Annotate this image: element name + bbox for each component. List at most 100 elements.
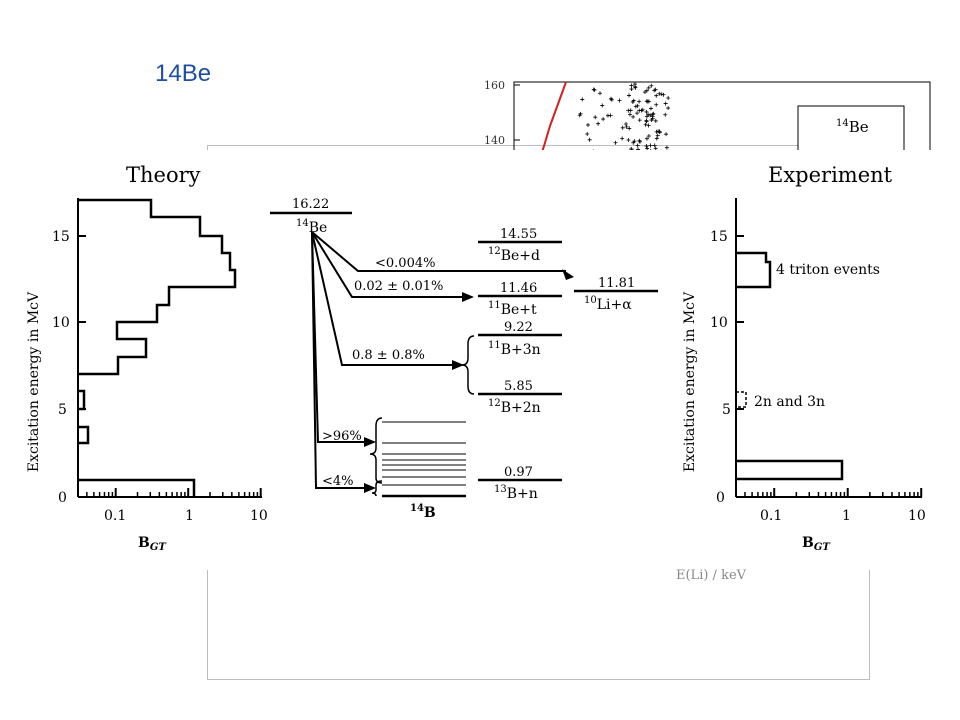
scatter-point xyxy=(577,113,582,118)
scatter-point xyxy=(642,90,647,95)
scatter-point xyxy=(613,140,618,145)
level-label: 12B+2n xyxy=(488,398,541,416)
scatter-point xyxy=(620,125,625,130)
scatter-point xyxy=(637,118,642,123)
scatter-point xyxy=(666,106,671,111)
arrow-heads xyxy=(364,269,574,493)
experiment-annotation-neutrons: 2n and 3n xyxy=(754,394,825,410)
scatter-point xyxy=(646,85,651,90)
background-axis-fragment: E(Li) / keV xyxy=(676,568,747,583)
scatter-point xyxy=(654,102,659,107)
scatter-point xyxy=(628,112,633,117)
experiment-title: Experiment xyxy=(768,163,893,187)
experiment-ytick-label: 5 xyxy=(722,402,731,418)
scatter-point xyxy=(631,114,636,119)
scatter-point xyxy=(664,145,669,150)
scatter-point xyxy=(646,123,651,128)
scatter-point xyxy=(586,122,591,127)
scatter-point xyxy=(648,113,653,118)
experiment-ytick-label: 15 xyxy=(710,229,728,245)
experiment-xtick-label: 1 xyxy=(842,508,851,524)
theory-ytick-label: 10 xyxy=(52,315,70,331)
scatter-point xyxy=(592,87,597,92)
theory-histogram-lower xyxy=(78,389,196,497)
scatter-point xyxy=(598,91,603,96)
scatter-point xyxy=(652,88,657,93)
brace-neutrons xyxy=(461,335,475,395)
experiment-ytick-label: 10 xyxy=(710,315,728,331)
experiment-annotation-triton: 4 triton events xyxy=(776,262,880,278)
scatter-point xyxy=(580,97,585,102)
scatter-point xyxy=(654,136,659,141)
bracket-lower xyxy=(371,480,383,497)
background-plot: 160 140 14Be xyxy=(484,79,931,158)
experiment-y-ticks xyxy=(736,235,744,498)
branch-label: 0.8 ± 0.8% xyxy=(352,348,425,363)
scatter-point xyxy=(596,121,601,126)
scatter-point xyxy=(650,116,655,121)
scatter-point xyxy=(620,136,625,141)
theory-ytick-label: 0 xyxy=(58,490,67,506)
theory-histogram-upper xyxy=(78,198,237,376)
parent-level-energy: 16.22 xyxy=(292,197,329,212)
theory-title: Theory xyxy=(126,163,201,187)
scatter-point xyxy=(628,108,633,113)
scatter-point xyxy=(646,112,651,117)
theory-ylabel: Excitation energy in McV xyxy=(26,291,42,472)
decay-arrows xyxy=(311,231,566,489)
main-figure-background xyxy=(0,150,960,570)
experiment-triton-bar xyxy=(736,251,772,289)
scatter-point xyxy=(659,92,664,97)
background-ytick: 140 xyxy=(484,134,505,147)
main-figure: Theory Excitation energy in McV 0 5 10 1… xyxy=(0,150,960,570)
scatter-point xyxy=(663,112,668,117)
experiment-ground-bar xyxy=(736,459,844,481)
theory-x-ticks xyxy=(86,488,262,497)
background-plot-frame xyxy=(513,81,931,158)
scatter-point xyxy=(601,117,606,122)
background-ytick: 160 xyxy=(484,79,505,92)
scatter-point xyxy=(645,146,650,151)
branch-label: 0.02 ± 0.01% xyxy=(354,279,443,294)
theory-ytick-label: 5 xyxy=(58,402,67,418)
scatter-point xyxy=(629,83,634,88)
theory-xtick-label: 10 xyxy=(250,508,268,524)
scatter-point xyxy=(633,104,638,109)
scatter-point xyxy=(655,133,660,138)
scatter-point xyxy=(648,143,653,148)
scatter-point xyxy=(644,109,649,114)
experiment-xtick-label: 0.1 xyxy=(760,508,782,524)
scatter-point xyxy=(627,126,632,131)
scatter-point xyxy=(656,129,661,134)
bracket-upper xyxy=(369,417,383,484)
level-label: 11Be+t xyxy=(488,300,537,318)
scatter-point xyxy=(661,92,666,97)
branch-label: >96% xyxy=(322,429,362,444)
scatter-point xyxy=(635,111,640,116)
theory-ytick-label: 15 xyxy=(52,229,70,245)
slide-title: 14Be xyxy=(155,60,212,87)
level-label: 11B+3n xyxy=(488,340,541,358)
scatter-point xyxy=(651,111,656,116)
scatter-point xyxy=(654,93,659,98)
scatter-point xyxy=(653,118,658,123)
scatter-point xyxy=(646,134,651,139)
scatter-point xyxy=(644,144,649,149)
level-energy: 11.81 xyxy=(598,276,635,291)
branch-label: <0.004% xyxy=(375,256,435,271)
scatter-point xyxy=(627,93,632,98)
level-label: 12Be+d xyxy=(488,246,540,264)
theory-xlabel: BGT xyxy=(138,535,167,553)
scatter-point xyxy=(663,101,668,106)
scatter-point xyxy=(653,146,658,151)
daughter-level-ladder xyxy=(382,421,466,486)
background-scatter xyxy=(577,82,671,158)
scatter-point xyxy=(629,87,634,92)
level-label: 10Li+α xyxy=(584,295,632,313)
experiment-xlabel: BGT xyxy=(802,535,831,553)
scatter-point xyxy=(593,115,598,120)
scatter-point xyxy=(649,83,654,88)
scatter-point xyxy=(623,122,628,127)
scatter-point xyxy=(631,98,636,103)
scatter-point xyxy=(635,103,640,108)
